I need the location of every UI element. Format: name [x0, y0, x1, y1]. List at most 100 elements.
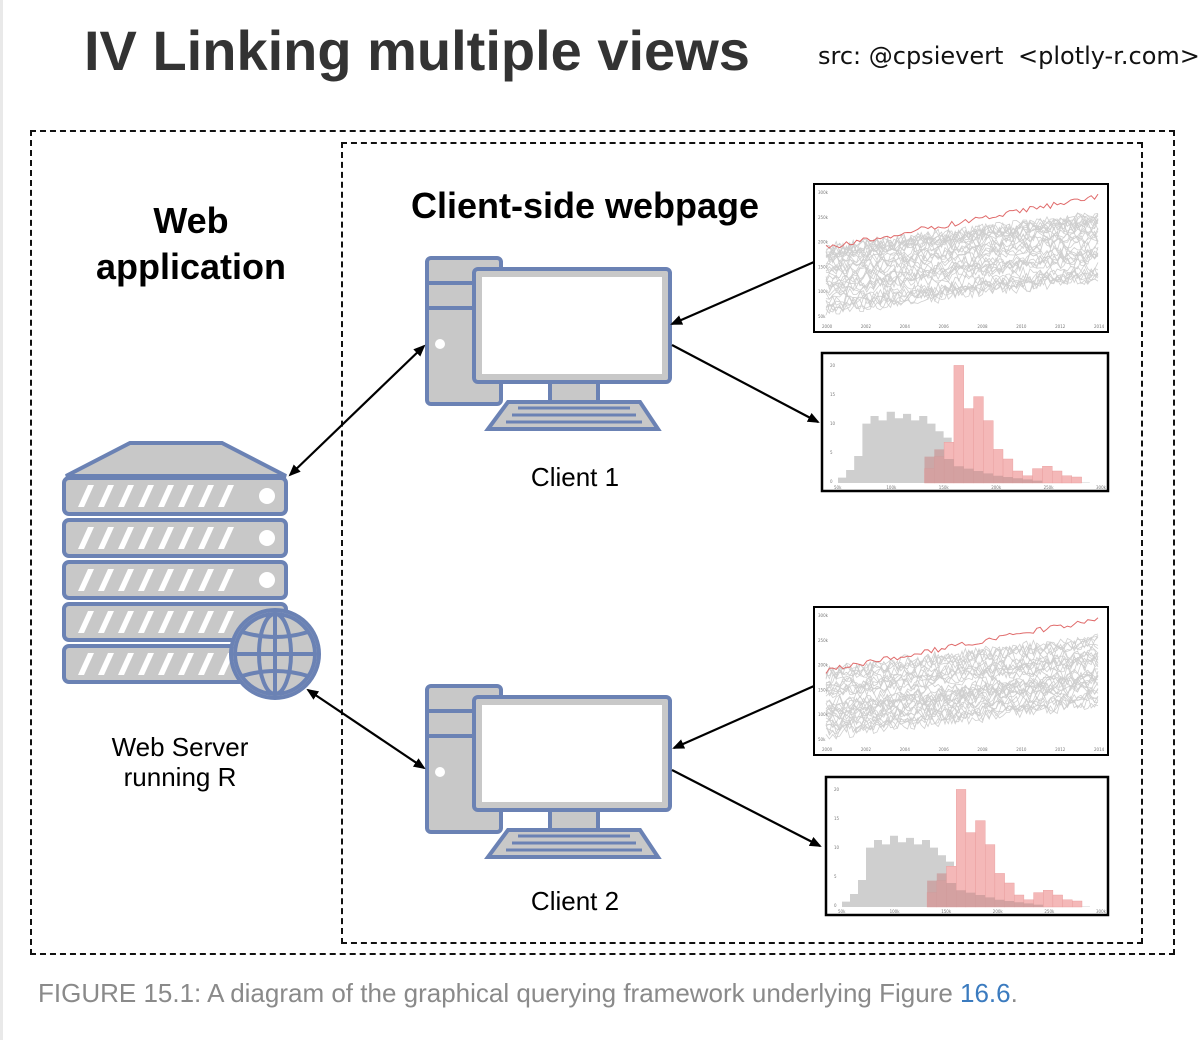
- y-tick-label: 15: [834, 816, 840, 821]
- server-client-2-arrow: [306, 688, 426, 770]
- figure-caption-end: .: [1010, 978, 1018, 1008]
- y-tick-label: 300k: [818, 613, 829, 618]
- grey-series-line: [825, 671, 1099, 714]
- x-tick-label: 2012: [1055, 324, 1066, 329]
- x-tick-label: 2008: [977, 324, 988, 329]
- x-tick-label: 2014: [1094, 747, 1105, 752]
- grey-series-line: [825, 649, 1099, 689]
- y-tick-label: 20: [830, 363, 836, 368]
- client-2-label: Client 2: [530, 886, 620, 916]
- highlight-bar: [973, 396, 984, 484]
- x-tick-label: 100k: [886, 485, 897, 490]
- highlight-bar: [1072, 900, 1083, 908]
- grey-series-line: [825, 650, 1099, 690]
- y-tick-label: 15: [830, 392, 836, 397]
- client-1-output-arrow: [671, 344, 820, 423]
- highlight-bar: [1042, 466, 1053, 484]
- web-application-line-1: Web: [153, 200, 229, 241]
- server-rack-unit: [62, 518, 288, 558]
- grey-histogram-area: [838, 411, 1090, 483]
- client-1-input-arrow: [670, 260, 815, 326]
- overlap-area: [927, 873, 1044, 907]
- client-1-label: Client 1: [530, 462, 620, 492]
- globe-icon: [233, 612, 317, 696]
- x-tick-label: 100k: [890, 909, 901, 914]
- overlap-area: [924, 449, 1043, 483]
- y-tick-label: 100k: [818, 289, 829, 294]
- grey-series-line: [825, 213, 1099, 259]
- y-tick-label: 200k: [818, 663, 829, 668]
- x-tick-label: 2010: [1016, 747, 1027, 752]
- x-tick-label: 150k: [939, 485, 950, 490]
- web-server-label: Web Server running R: [90, 732, 270, 792]
- grey-series-line: [825, 230, 1099, 275]
- server-client-1-arrow: [288, 344, 426, 477]
- web-server-label-line-1: Web Server: [111, 732, 249, 762]
- client-1-computer-icon: [425, 256, 672, 431]
- x-tick-label: 200k: [993, 909, 1004, 914]
- grey-series-line: [825, 246, 1099, 291]
- grey-series-line: [825, 692, 1099, 733]
- grey-series-line: [825, 635, 1099, 680]
- client-side-heading: Client-side webpage: [410, 185, 760, 226]
- grey-series-line: [825, 636, 1099, 680]
- x-tick-label: 200k: [991, 485, 1002, 490]
- grey-series-line: [825, 233, 1099, 278]
- page-title: IV Linking multiple views: [84, 19, 750, 82]
- highlighted-series-line: [825, 193, 1099, 249]
- x-tick-label: 150k: [941, 909, 952, 914]
- y-tick-label: 50k: [818, 737, 826, 742]
- grey-series-line: [825, 219, 1099, 264]
- highlight-bar: [956, 789, 967, 908]
- figure-reference-link[interactable]: 16.6: [960, 978, 1011, 1008]
- x-tick-label: 2010: [1016, 324, 1027, 329]
- grey-series-line: [825, 268, 1099, 306]
- highlight-bar: [1061, 475, 1073, 484]
- x-tick-label: 50k: [838, 909, 846, 914]
- y-tick-label: 300k: [818, 190, 829, 195]
- source-url[interactable]: <plotly-r.com>: [1018, 42, 1200, 70]
- x-tick-label: 2006: [939, 324, 950, 329]
- highlight-bar: [1071, 476, 1082, 484]
- y-tick-label: 200k: [818, 240, 829, 245]
- web-application-line-2: application: [95, 246, 287, 287]
- y-tick-label: 100k: [818, 712, 829, 717]
- web-server-icon: [62, 441, 321, 700]
- grey-series-line: [825, 214, 1099, 260]
- client-2-input-arrow: [672, 684, 815, 750]
- grey-series-line: [825, 663, 1099, 706]
- grey-series-line: [825, 221, 1099, 266]
- outer-dashed-frame: [30, 130, 1175, 955]
- server-rack-unit: [62, 476, 288, 516]
- x-tick-label: 2002: [861, 324, 872, 329]
- web-application-heading: Web application: [80, 198, 302, 290]
- y-tick-label: 50k: [818, 314, 826, 319]
- x-tick-label: 2014: [1094, 324, 1105, 329]
- x-tick-label: 2002: [861, 747, 872, 752]
- highlight-bar: [975, 820, 986, 908]
- grey-series-line: [825, 676, 1099, 720]
- client-side-dashed-frame: [341, 142, 1143, 944]
- client-2-output-arrow: [671, 769, 822, 847]
- web-server-label-line-2: running R: [123, 762, 237, 792]
- x-tick-label: 2012: [1055, 747, 1066, 752]
- server-rack-unit: [62, 560, 288, 600]
- grey-series-line: [825, 235, 1099, 274]
- highlight-bar: [953, 365, 964, 484]
- grey-series-line: [825, 267, 1099, 312]
- y-tick-label: 5: [834, 874, 837, 879]
- x-tick-label: 2008: [977, 747, 988, 752]
- highlight-bar: [1062, 899, 1073, 908]
- grey-series-line: [825, 230, 1099, 274]
- highlight-bar: [1052, 894, 1063, 908]
- highlight-bar: [1042, 890, 1054, 908]
- grey-series-line: [825, 250, 1099, 293]
- y-tick-label: 150k: [818, 687, 829, 692]
- highlighted-series-line: [825, 617, 1099, 674]
- source-credit: src: @cpsievert: [818, 42, 1004, 70]
- y-tick-label: 0: [830, 479, 833, 484]
